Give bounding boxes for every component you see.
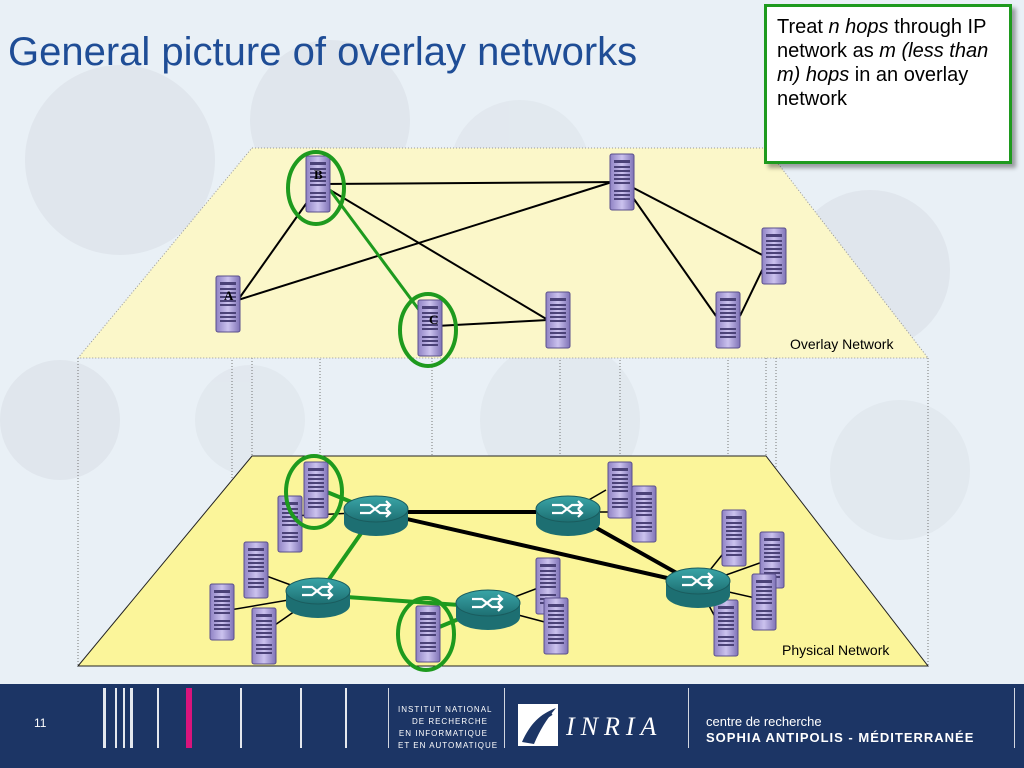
overlay-server bbox=[761, 227, 787, 285]
overlay-server bbox=[715, 291, 741, 349]
site-label: SOPHIA ANTIPOLIS - MÉDITERRANÉE bbox=[706, 730, 975, 745]
highlight-ring-physical-c bbox=[396, 596, 456, 672]
callout-text-4: m (less than m) hops bbox=[777, 40, 989, 86]
institute-line: EN INFORMATIQUE bbox=[398, 729, 488, 738]
router bbox=[284, 576, 352, 620]
router bbox=[664, 566, 732, 610]
institute-line: ET EN AUTOMATIQUE bbox=[398, 741, 499, 750]
callout-box: Treat n hops through IP network as m (le… bbox=[764, 4, 1012, 164]
physical-server bbox=[303, 461, 329, 519]
physical-server bbox=[243, 541, 269, 599]
router bbox=[454, 588, 522, 632]
overlay-links bbox=[237, 181, 769, 327]
footer-divider bbox=[388, 688, 389, 748]
centre-label: centre de recherche bbox=[706, 714, 822, 729]
physical-server bbox=[631, 485, 657, 543]
footer-bar bbox=[0, 684, 1024, 768]
inria-wordmark: INRIA bbox=[566, 712, 663, 741]
node-label-b: B bbox=[314, 167, 323, 182]
institute-line: INSTITUT NATIONAL bbox=[398, 705, 493, 714]
callout-text-2: n hops bbox=[828, 16, 889, 38]
inria-logo-icon bbox=[518, 704, 558, 746]
callout-text-3: through IP network as bbox=[777, 16, 987, 62]
highlight-ring-c bbox=[398, 292, 458, 368]
physical-server bbox=[607, 461, 633, 519]
physical-server bbox=[751, 573, 777, 631]
highlight-ring-b bbox=[286, 150, 346, 226]
footer-divider bbox=[504, 688, 505, 748]
physical-server bbox=[721, 509, 747, 567]
footer-divider bbox=[1014, 688, 1015, 748]
physical-plane bbox=[76, 455, 930, 667]
node-label-a: A bbox=[224, 288, 234, 303]
physical-server bbox=[543, 597, 569, 655]
node-label-c: C bbox=[429, 312, 438, 327]
physical-server bbox=[209, 583, 235, 641]
page-number: 11 bbox=[34, 716, 47, 730]
physical-network-label: Physical Network bbox=[782, 642, 890, 658]
physical-server bbox=[713, 599, 739, 657]
institute-line: DE RECHERCHE bbox=[411, 717, 488, 726]
overlay-server bbox=[545, 291, 571, 349]
highlight-ring-physical-b bbox=[284, 454, 344, 530]
overlay-server-a bbox=[215, 275, 241, 333]
slide-title: General picture of overlay networks bbox=[8, 30, 638, 74]
callout-text-1: Treat bbox=[777, 16, 829, 38]
callout-text-5: in an overlay network bbox=[777, 64, 969, 110]
overlay-server bbox=[609, 153, 635, 211]
overlay-server-b bbox=[305, 155, 331, 213]
physical-server bbox=[415, 605, 441, 663]
footer-divider bbox=[688, 688, 689, 748]
router bbox=[342, 494, 410, 538]
institute-text: INSTITUT NATIONAL DE RECHERCHE EN INFORM… bbox=[398, 704, 499, 752]
physical-server bbox=[251, 607, 277, 665]
overlay-server-c bbox=[417, 299, 443, 357]
router bbox=[534, 494, 602, 538]
overlay-network-label: Overlay Network bbox=[790, 336, 894, 352]
